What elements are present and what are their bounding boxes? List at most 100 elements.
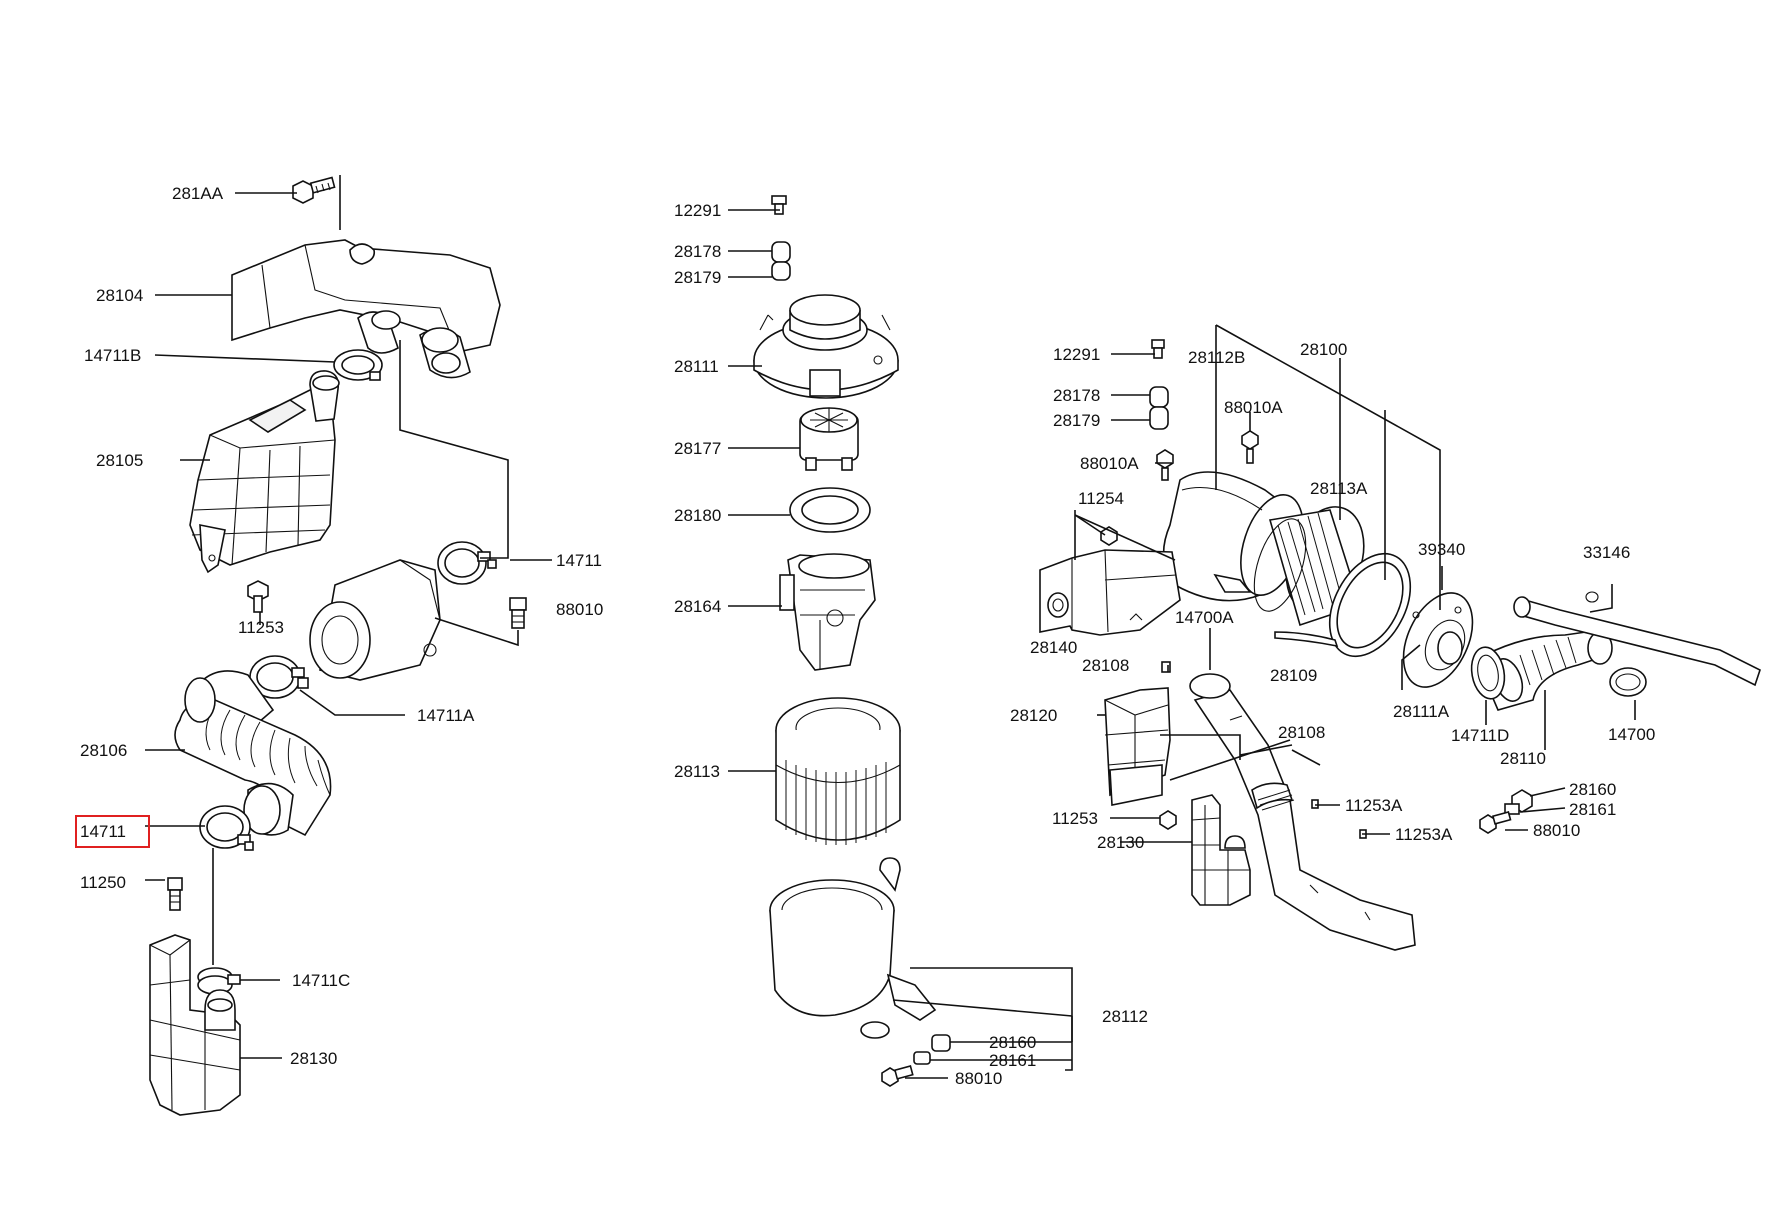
label-11253A-upper: 11253A <box>1345 796 1403 815</box>
cap-28178-mid <box>771 241 791 281</box>
label-28161-right: 28161 <box>1569 800 1616 819</box>
label-28111A: 28111A <box>1393 702 1450 721</box>
label-14711B: 14711B <box>84 346 141 365</box>
label-11253A-lower: 11253A <box>1395 825 1453 844</box>
bolt-11253-left <box>247 580 269 613</box>
housing-28112 <box>769 857 937 1039</box>
label-28160-right: 28160 <box>1569 780 1616 799</box>
filter-housing-left <box>309 559 441 681</box>
label-14700A: 14700A <box>1175 608 1234 627</box>
label-28104: 28104 <box>96 286 143 305</box>
duct-28104 <box>231 239 501 379</box>
label-14700: 14700 <box>1608 725 1655 744</box>
seal-28100 <box>1328 552 1412 658</box>
label-28161-mid: 28161 <box>989 1051 1036 1070</box>
labels: 281AA 28104 14711B 28105 14711 88010 112… <box>75 184 1655 1088</box>
label-28140: 28140 <box>1030 638 1077 657</box>
left-assembly <box>145 175 552 1116</box>
label-88010A-left: 88010A <box>1080 454 1139 473</box>
valve-28177 <box>799 407 859 471</box>
left-leaders <box>145 175 552 1059</box>
bolt-88010-mid <box>881 1065 914 1087</box>
clamp-14711-highlighted <box>199 805 254 851</box>
label-28106: 28106 <box>80 741 127 760</box>
clamp-14711B <box>333 349 383 381</box>
label-28108-upper: 28108 <box>1082 656 1129 675</box>
label-28130-left: 28130 <box>290 1049 337 1068</box>
cap-28178-right <box>1149 386 1169 430</box>
bolt-12291-right <box>1151 339 1165 359</box>
label-28110: 28110 <box>1500 749 1546 768</box>
filter-28113 <box>775 697 901 845</box>
label-39340: 39340 <box>1418 540 1465 559</box>
hose-28106 <box>174 670 332 837</box>
label-14711C: 14711C <box>292 971 350 990</box>
label-28112B: 28112B <box>1188 348 1245 367</box>
bolt-11250 <box>167 877 183 911</box>
label-11253-left: 11253 <box>238 618 284 637</box>
label-88010-mid: 88010 <box>955 1069 1002 1088</box>
bolt-11253-right <box>1159 810 1177 830</box>
label-12291-right: 12291 <box>1053 345 1100 364</box>
label-14711D: 14711D <box>1451 726 1509 745</box>
label-11250: 11250 <box>80 873 126 892</box>
label-28100: 28100 <box>1300 340 1347 359</box>
label-281AA: 281AA <box>172 184 224 203</box>
label-28112-mid: 28112 <box>1102 1007 1148 1026</box>
middle-leaders <box>728 209 1073 1079</box>
cover-28111 <box>753 294 899 399</box>
label-28113: 28113 <box>674 762 720 781</box>
gasket-28180 <box>789 487 871 533</box>
label-28180: 28180 <box>674 506 721 525</box>
right-leaders <box>1074 324 1636 843</box>
rod-28109 <box>1274 631 1339 648</box>
label-88010-left: 88010 <box>556 600 603 619</box>
label-28113A: 28113A <box>1310 479 1368 498</box>
bolt-88010-left <box>509 597 527 629</box>
cap-28160-mid <box>913 1034 951 1065</box>
label-14711-highlighted: 14711 <box>80 822 126 841</box>
clamp-14700 <box>1609 667 1647 697</box>
label-28105: 28105 <box>96 451 143 470</box>
label-33146: 33146 <box>1583 543 1630 562</box>
hose-33146 <box>1513 591 1761 687</box>
bolt-12291-mid <box>771 195 787 215</box>
clamp-14711D <box>1470 646 1506 700</box>
label-14711-upper: 14711 <box>556 551 602 570</box>
label-28164: 28164 <box>674 597 721 616</box>
label-28179-mid: 28179 <box>674 268 721 287</box>
bolt-88010A-b <box>1156 449 1174 481</box>
highlight-box-14711 <box>75 815 150 848</box>
bolt-88010A-a <box>1241 430 1259 464</box>
cover-28120 <box>1104 687 1171 806</box>
bolt-281AA <box>292 176 336 204</box>
bracket-28140 <box>1039 549 1181 636</box>
tank-28130-left <box>149 934 241 1116</box>
label-28111: 28111 <box>674 357 719 376</box>
label-28178-mid: 28178 <box>674 242 721 261</box>
label-28108-lower: 28108 <box>1278 723 1325 742</box>
label-11254: 11254 <box>1078 489 1124 508</box>
label-88010-right: 88010 <box>1533 821 1580 840</box>
bolt-28108-small <box>1161 661 1171 673</box>
resonator-28105 <box>189 370 340 574</box>
element-28164 <box>779 553 876 671</box>
clamp-14711A <box>249 655 309 699</box>
parts-28160-28161-88010-right <box>1479 789 1533 834</box>
label-14711A: 14711A <box>417 706 475 725</box>
cover-39340 <box>1402 592 1474 688</box>
label-28177: 28177 <box>674 439 721 458</box>
right-assembly <box>1039 324 1761 951</box>
label-28178-right: 28178 <box>1053 386 1100 405</box>
label-12291-mid: 12291 <box>674 201 721 220</box>
middle-assembly <box>728 195 1073 1087</box>
clamp-14700A <box>1189 673 1231 699</box>
clamp-14711-upper <box>437 541 497 585</box>
label-28160-mid: 28160 <box>989 1033 1036 1052</box>
label-28109: 28109 <box>1270 666 1317 685</box>
label-11253-right: 11253 <box>1052 809 1098 828</box>
label-28179-right: 28179 <box>1053 411 1100 430</box>
label-88010A-top: 88010A <box>1224 398 1283 417</box>
label-28120: 28120 <box>1010 706 1057 725</box>
